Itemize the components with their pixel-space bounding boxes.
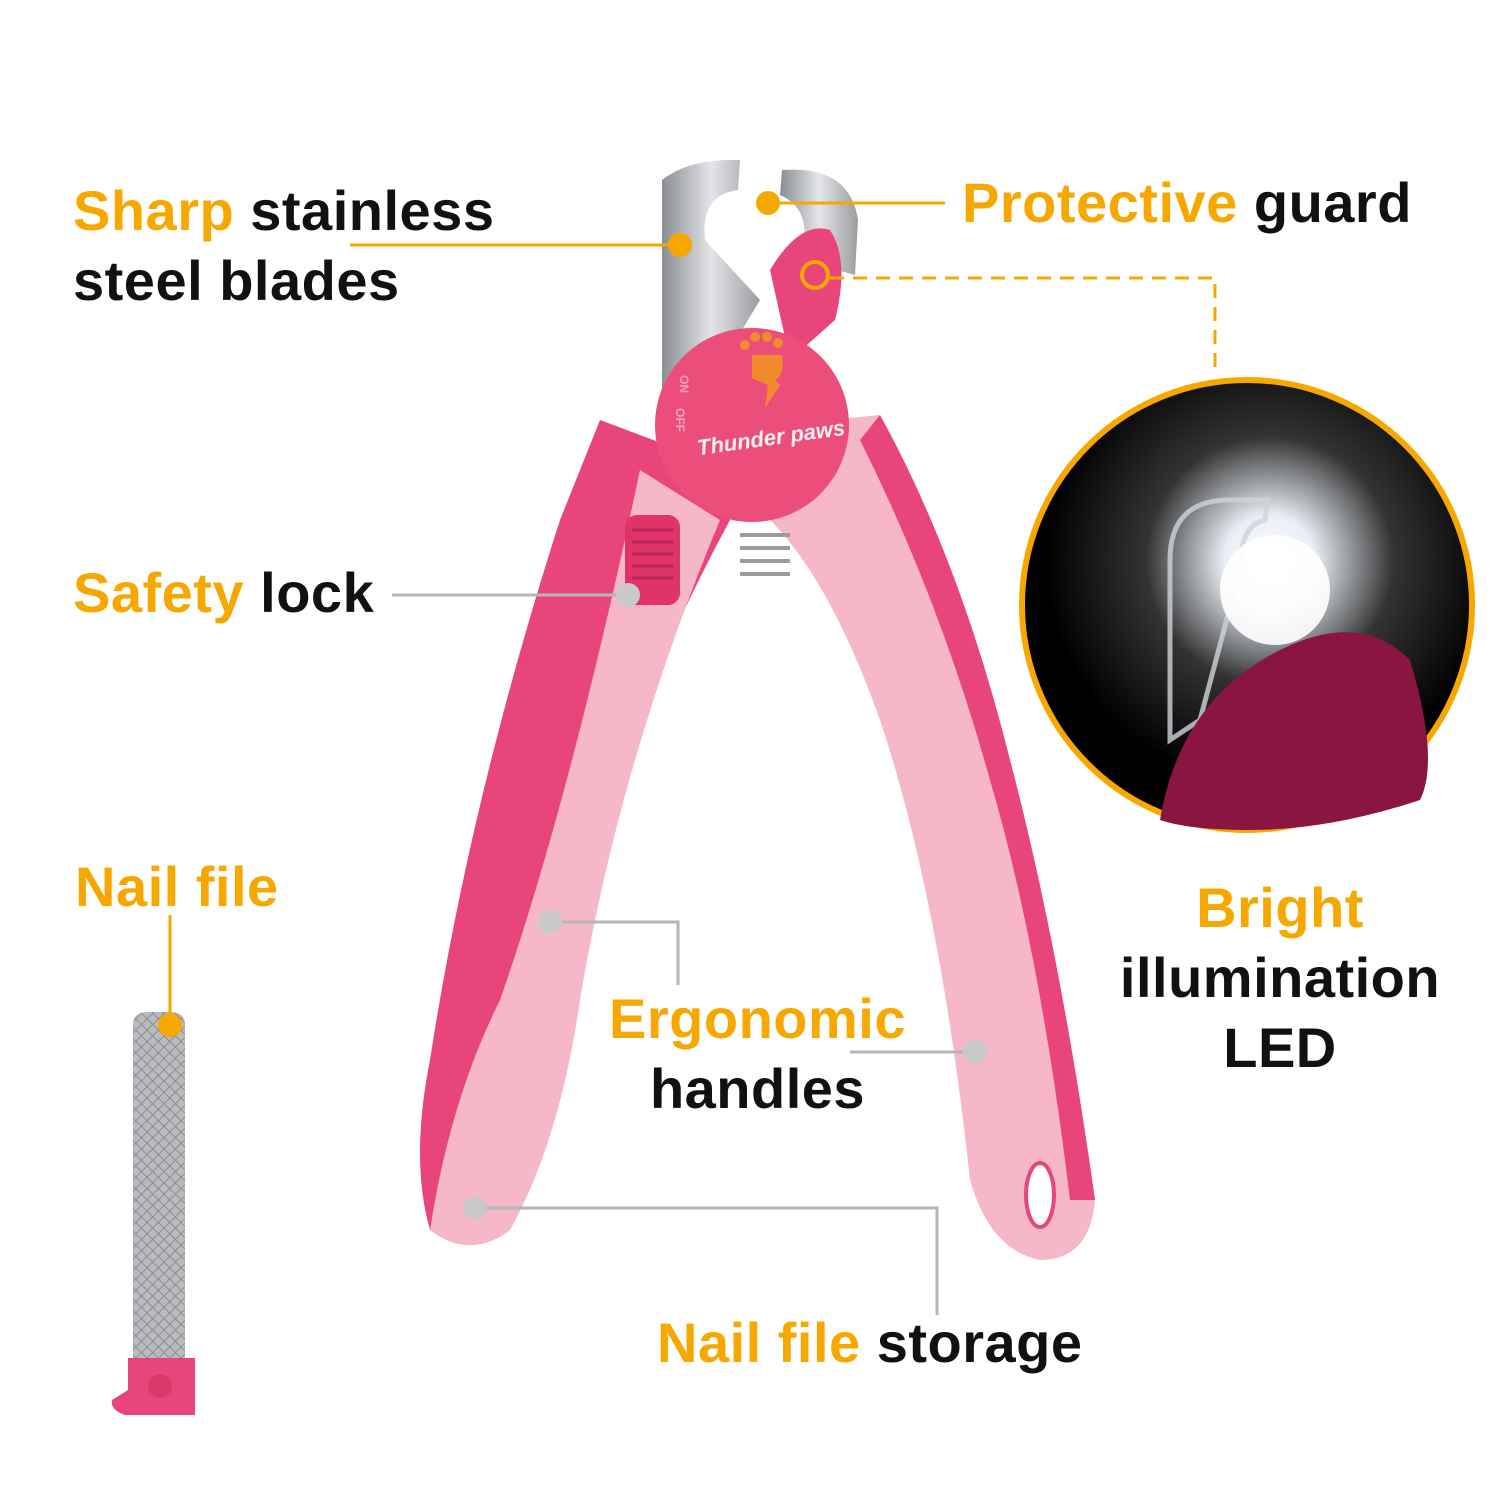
label-nail-file: Nail file — [75, 855, 279, 918]
spring — [740, 533, 790, 576]
label-led: Bright illumination LED — [1119, 876, 1441, 1079]
pivot-disc — [655, 328, 849, 522]
foot-bolt-logo-icon — [740, 332, 783, 408]
label-handles: Ergonomic handles — [609, 987, 906, 1120]
left-handle-grip — [430, 470, 720, 1245]
safety-lock-slider — [625, 515, 680, 605]
right-blade — [780, 169, 858, 275]
label-storage: Nail file storage — [657, 1311, 1083, 1374]
right-handle-edge — [860, 415, 1095, 1200]
switch-off-label: OFF — [673, 408, 687, 432]
label-blades: Sharp stainless steel blades — [73, 179, 495, 312]
label-safety-lock: Safety lock — [73, 561, 375, 624]
protective-guard — [770, 228, 842, 360]
leader-lines — [168, 201, 1217, 1315]
right-handle — [770, 415, 1095, 1260]
switch-on-label: ON — [677, 375, 691, 393]
label-guard: Protective guard — [962, 171, 1412, 234]
leader-dots — [158, 191, 987, 1220]
nail-file — [133, 1012, 185, 1360]
